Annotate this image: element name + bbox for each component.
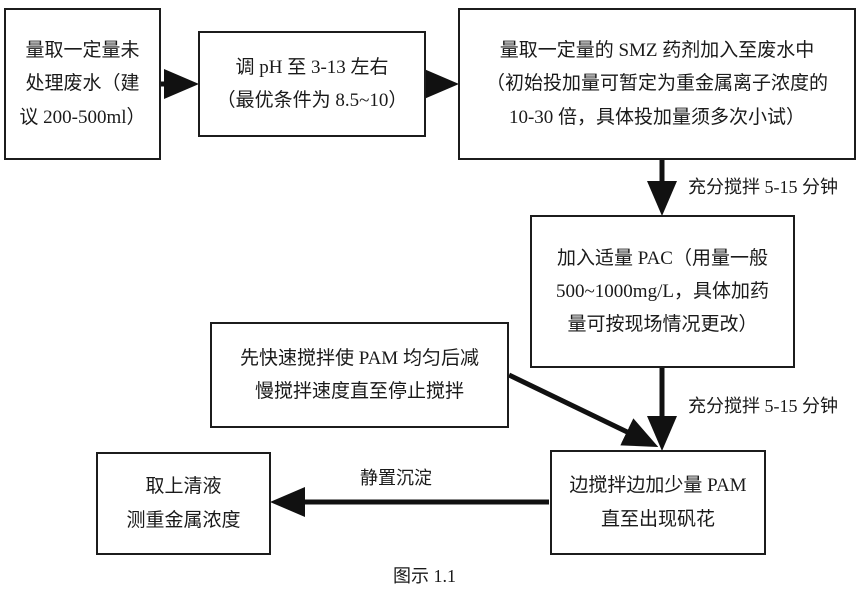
node-line: 加入适量 PAC（用量一般 [557,247,768,269]
node-line: 慢搅拌速度直至停止搅拌 [254,381,464,402]
node-add-pac[interactable]: 加入适量 PAC（用量一般 500~1000mg/L，具体加药 量可按现场情况更… [530,215,795,368]
node-adjust-ph[interactable]: 调 pH 至 3-13 左右 （最优条件为 8.5~10） [198,31,426,137]
node-line: 边搅拌边加少量 PAM [569,475,747,497]
node-line: 先快速搅拌使 PAM 均匀后减 [240,347,479,369]
node-line: （初始投加量可暂定为重金属离子浓度的 [485,73,828,95]
node-line: 处理废水（建 [25,73,140,95]
connector-stirnote-to-pam [507,372,659,448]
edge-label-stir-2: 充分搅拌 5-15 分钟 [688,396,838,416]
node-line: 议 200-500ml） [19,106,146,128]
node-line: 直至出现矾花 [600,508,715,530]
figure-caption: 图示 1.1 [393,566,456,586]
node-line: 量可按现场情况更改） [567,314,758,336]
edge-label-settle: 静置沉淀 [360,468,432,488]
edge-label-stir-1: 充分搅拌 5-15 分钟 [688,177,838,197]
node-stir-pam-note[interactable]: 先快速搅拌使 PAM 均匀后减 慢搅拌速度直至停止搅拌 [210,322,509,428]
node-add-pam[interactable]: 边搅拌边加少量 PAM 直至出现矾花 [550,450,766,555]
node-line: 10-30 倍，具体投加量须多次小试） [508,106,806,128]
node-line: 取上清液 [145,476,222,498]
node-line: 500~1000mg/L，具体加药 [556,280,769,302]
node-add-smz[interactable]: 量取一定量的 SMZ 药剂加入至废水中 （初始投加量可暂定为重金属离子浓度的 1… [458,8,856,160]
node-line: 调 pH 至 3-13 左右 [235,56,389,78]
node-line: （最优条件为 8.5~10） [216,90,408,111]
node-line: 量取一定量的 SMZ 药剂加入至废水中 [499,40,815,62]
node-take-supernatant[interactable]: 取上清液 测重金属浓度 [96,452,271,555]
node-line: 测重金属浓度 [126,509,241,531]
node-line: 量取一定量未 [25,40,140,62]
node-measure-wastewater[interactable]: 量取一定量未 处理废水（建 议 200-500ml） [4,8,161,160]
